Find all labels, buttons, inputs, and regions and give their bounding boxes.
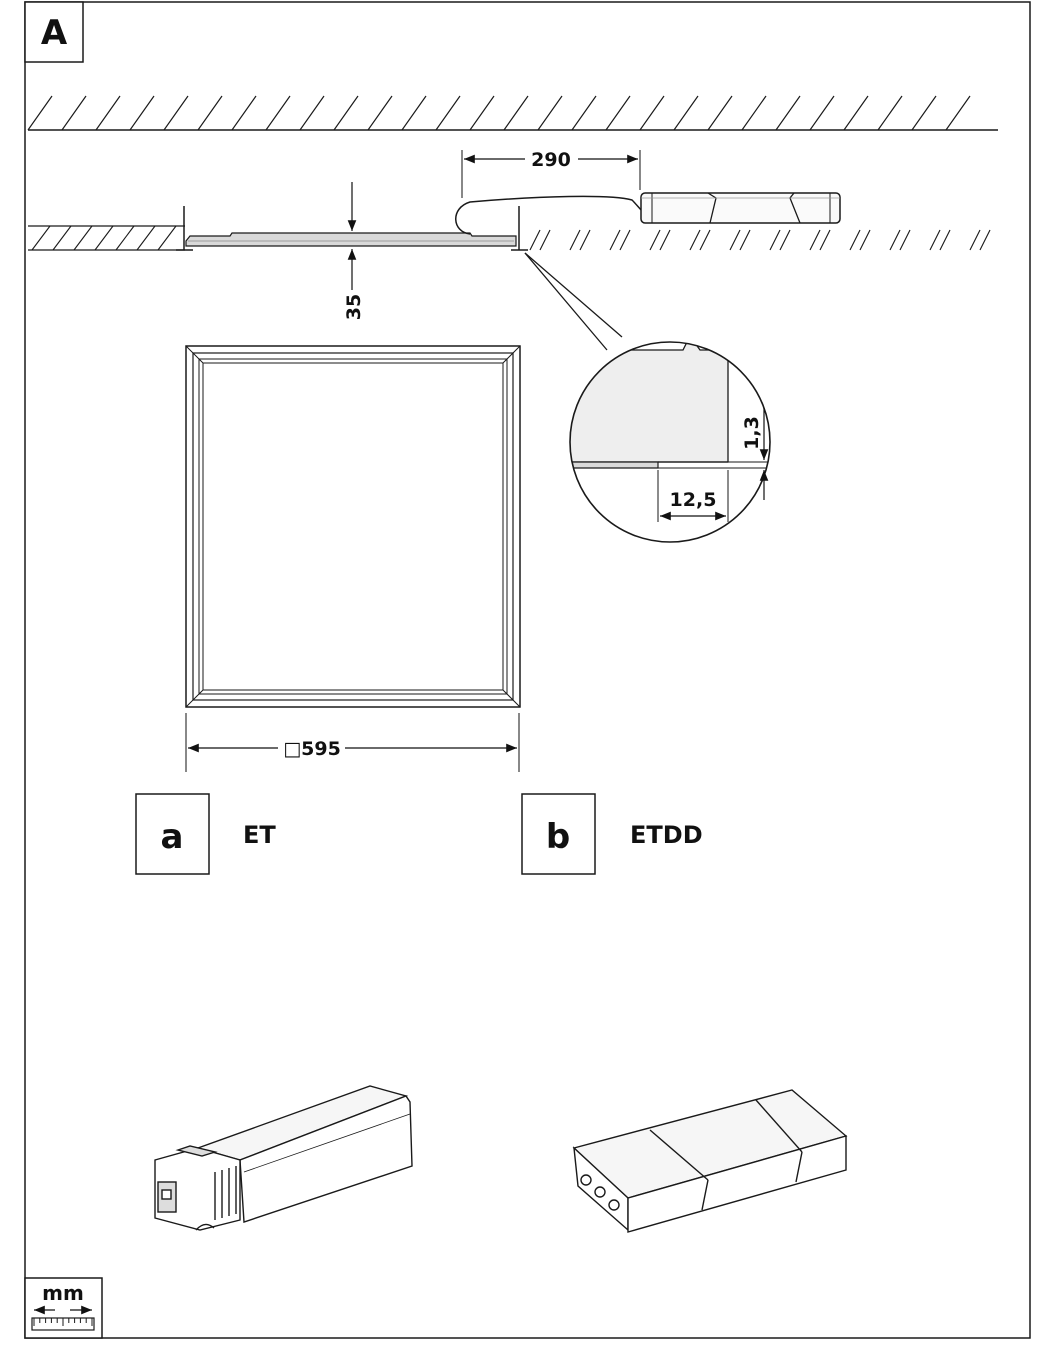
detail-leader (524, 252, 623, 351)
ceiling-slab (27, 95, 998, 131)
section-label: A (41, 13, 68, 53)
section-label-box: A (24, 1, 84, 63)
dimension-panel-height-label: 35 (343, 294, 365, 320)
panel-side-view (176, 206, 528, 251)
driver-option-a: a ET (135, 793, 276, 875)
driver-option-b: b ETDD (521, 793, 703, 875)
dimension-cable-length: 290 (461, 149, 641, 198)
dimension-panel-size-label: □595 (283, 738, 341, 760)
edge-detail-magnifier (569, 341, 771, 543)
driver-b-code: ETDD (630, 821, 703, 849)
driver-et-illustration (154, 1085, 413, 1231)
dimension-edge-step-label: 1,3 (741, 416, 763, 450)
driver-b-badge: b (546, 817, 570, 857)
dimension-edge-step: 1,3 (741, 408, 769, 500)
driver-a-code: ET (243, 821, 276, 849)
driver-cable (455, 195, 655, 235)
dimension-cable-length-label: 290 (531, 149, 571, 171)
page-frame (24, 1, 1031, 1339)
units-box: mm (24, 1277, 103, 1339)
driver-etdd-illustration (572, 1089, 848, 1233)
dimension-panel-height: 35 (343, 182, 365, 320)
units-label: mm (42, 1281, 84, 1305)
suspended-ceiling-left (28, 225, 185, 251)
panel-front-view (185, 345, 521, 708)
driver-side-view (640, 192, 841, 224)
dimension-panel-size: □595 (185, 713, 520, 772)
dimension-edge-inset-label: 12,5 (670, 489, 717, 511)
dimension-edge-inset: 12,5 (660, 489, 726, 521)
driver-a-badge: a (161, 817, 184, 857)
suspended-ceiling-right (529, 229, 991, 251)
